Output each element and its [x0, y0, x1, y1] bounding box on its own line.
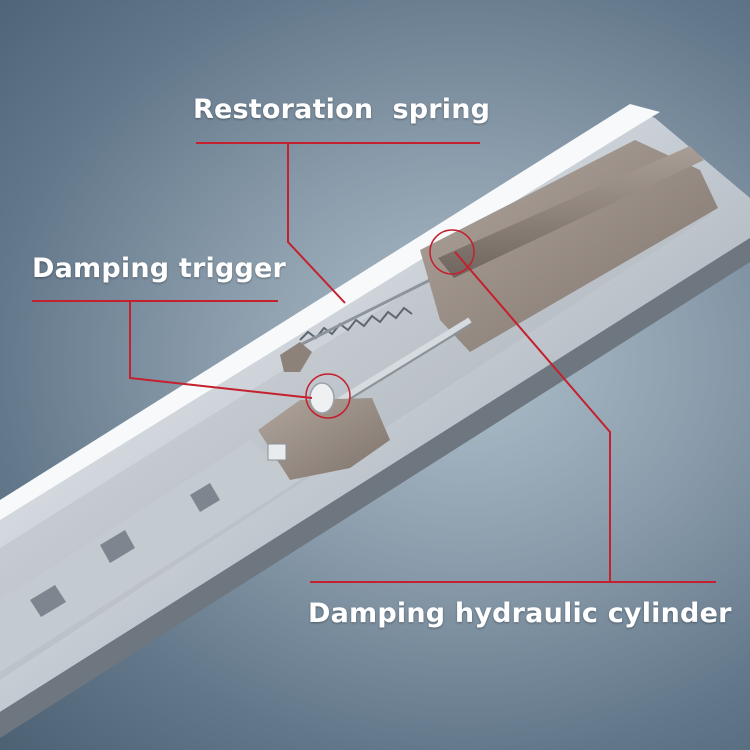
restoration-spring-label: Restoration spring: [193, 94, 491, 125]
piston-rod: [338, 317, 472, 403]
cylinder-highlight-circle: [429, 229, 475, 275]
rail-lower-edge: [0, 238, 750, 738]
trigger-upper-lug: [280, 342, 312, 372]
spring-rod: [299, 278, 431, 347]
slot-3: [30, 585, 66, 617]
piston-rod-shade: [339, 324, 471, 406]
trigger-pin: [309, 382, 335, 414]
trigger-clip: [267, 443, 287, 461]
restoration-spring-leader-drop: [287, 143, 346, 304]
rail-top-edge: [0, 104, 660, 520]
cylinder-leader: [454, 251, 611, 582]
damping-hydraulic-cylinder-label: Damping hydraulic cylinder: [308, 598, 732, 629]
slot-2: [190, 483, 220, 512]
damping-trigger-label: Damping trigger: [32, 253, 287, 284]
slot-1: [100, 530, 135, 563]
damping-trigger-leader-drop: [129, 301, 313, 399]
hydraulic-cylinder-body: [438, 146, 704, 278]
damping-trigger-block: [258, 398, 390, 480]
trigger-highlight-circle: [305, 373, 351, 419]
inner-slide-member: [0, 440, 300, 672]
